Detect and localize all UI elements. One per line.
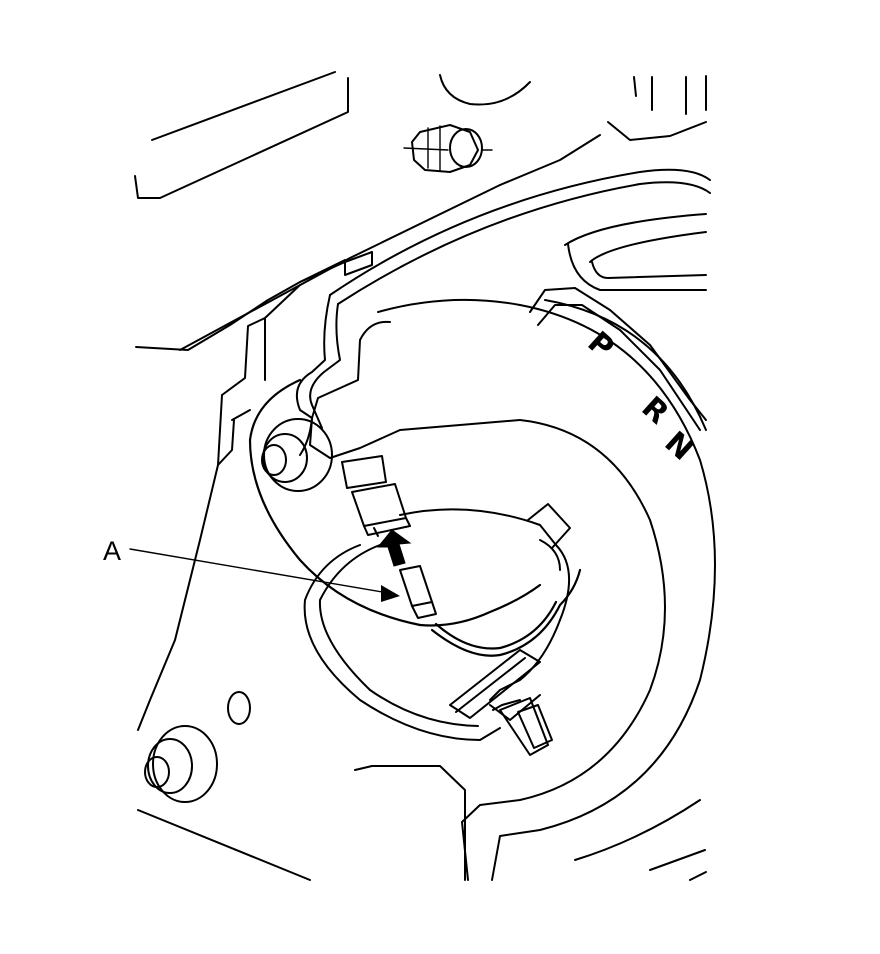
upper-bolt (261, 418, 333, 492)
callout-label: A (103, 536, 121, 566)
column-bracket (137, 284, 311, 881)
gear-letter-p: P (581, 325, 621, 366)
callout-a: A (103, 536, 400, 602)
gear-indicators: P R N (581, 325, 700, 468)
connect-arrow (376, 529, 412, 567)
dashboard-panel (134, 71, 601, 351)
upper-connector (341, 455, 411, 537)
lower-connector (399, 565, 437, 619)
gear-letter-r: R (635, 390, 676, 431)
gear-letter-n: N (658, 425, 700, 468)
upper-console (439, 74, 707, 141)
lower-bolt (144, 725, 218, 803)
ignition-knob (403, 124, 493, 173)
sensor-block (449, 649, 553, 756)
small-hole (227, 691, 251, 725)
wire-harness (248, 378, 582, 657)
airbag-opening (303, 503, 571, 741)
column-cover (296, 168, 716, 881)
gear-indicator-plate (529, 213, 707, 431)
